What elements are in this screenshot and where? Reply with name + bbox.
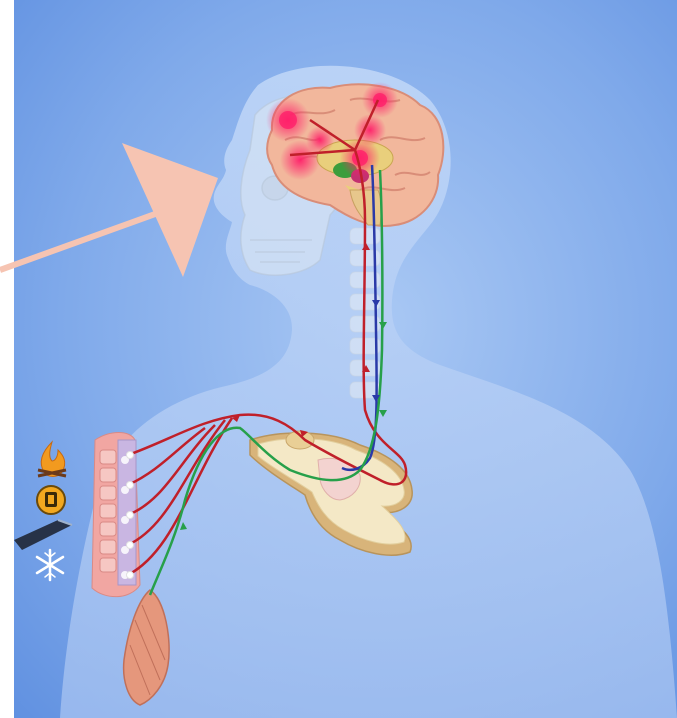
- warning-icon: [37, 486, 65, 514]
